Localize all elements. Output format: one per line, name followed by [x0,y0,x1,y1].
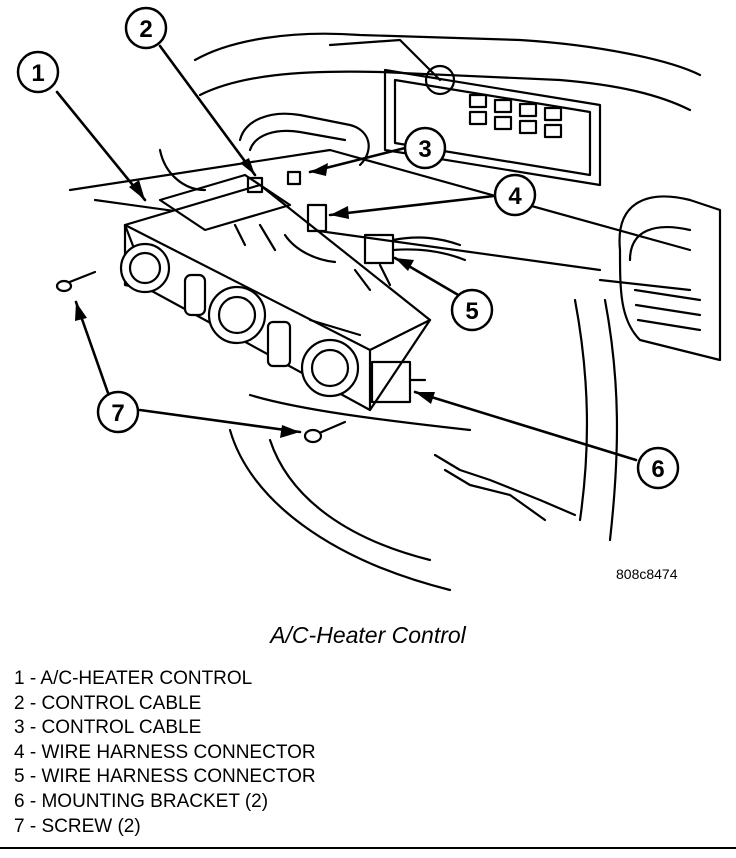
legend-label: MOUNTING BRACKET (2) [41,790,269,812]
legend-label: CONTROL CABLE [41,692,202,714]
svg-text:3: 3 [418,136,431,163]
svg-text:6: 6 [651,456,664,483]
svg-text:7: 7 [111,400,124,427]
callout-5: 5 [450,288,494,332]
legend-item: 3 - CONTROL CABLE [14,717,202,739]
legend-list: 1 - A/C-HEATER CONTROL 2 - CONTROL CABLE… [14,667,316,839]
radio-unit [383,64,602,187]
figure-caption: A/C-Heater Control [270,622,466,648]
svg-text:5: 5 [465,298,478,325]
callout-6: 6 [636,446,680,490]
callout-4: 4 [493,173,537,217]
legend-label: WIRE HARNESS CONNECTOR [41,741,316,763]
legend-num: 2 [14,692,25,714]
legend-item: 4 - WIRE HARNESS CONNECTOR [14,741,316,763]
callout-leaders [55,44,638,462]
exploded-view-illustration: 1 2 3 4 5 6 7 [16,6,722,592]
legend-item: 1 - A/C-HEATER CONTROL [14,668,253,689]
legend-num: 6 [14,790,25,812]
callout-arrowheads [75,158,435,438]
legend-label: SCREW (2) [41,815,141,837]
legend-num: 7 [14,815,25,837]
legend-num: 3 [14,717,25,739]
connectors-and-cables [233,112,577,522]
callout-3: 3 [403,126,447,170]
screw-bottom [303,420,347,444]
legend-label: CONTROL CABLE [41,717,202,739]
legend-item: 6 - MOUNTING BRACKET (2) [14,790,269,812]
figure-code: 808c8474 [616,566,678,582]
air-vent [618,195,722,362]
svg-text:2: 2 [139,16,152,43]
callout-1: 1 [16,50,60,94]
bottom-rule [0,847,736,849]
legend-item: 5 - WIRE HARNESS CONNECTOR [14,766,316,788]
legend-item: 2 - CONTROL CABLE [14,692,202,714]
svg-text:4: 4 [508,183,522,210]
callout-7: 7 [96,390,140,434]
ac-heater-control-unit [119,173,432,412]
legend-item: 7 - SCREW (2) [14,815,141,837]
legend-label: WIRE HARNESS CONNECTOR [41,766,316,788]
legend-num: 5 [14,766,25,788]
legend-num: 1 [14,668,25,689]
callout-2: 2 [124,6,168,50]
legend-num: 4 [14,741,25,763]
svg-text:1: 1 [31,60,44,87]
legend-label: A/C-HEATER CONTROL [40,668,253,689]
screw-left [55,270,97,293]
